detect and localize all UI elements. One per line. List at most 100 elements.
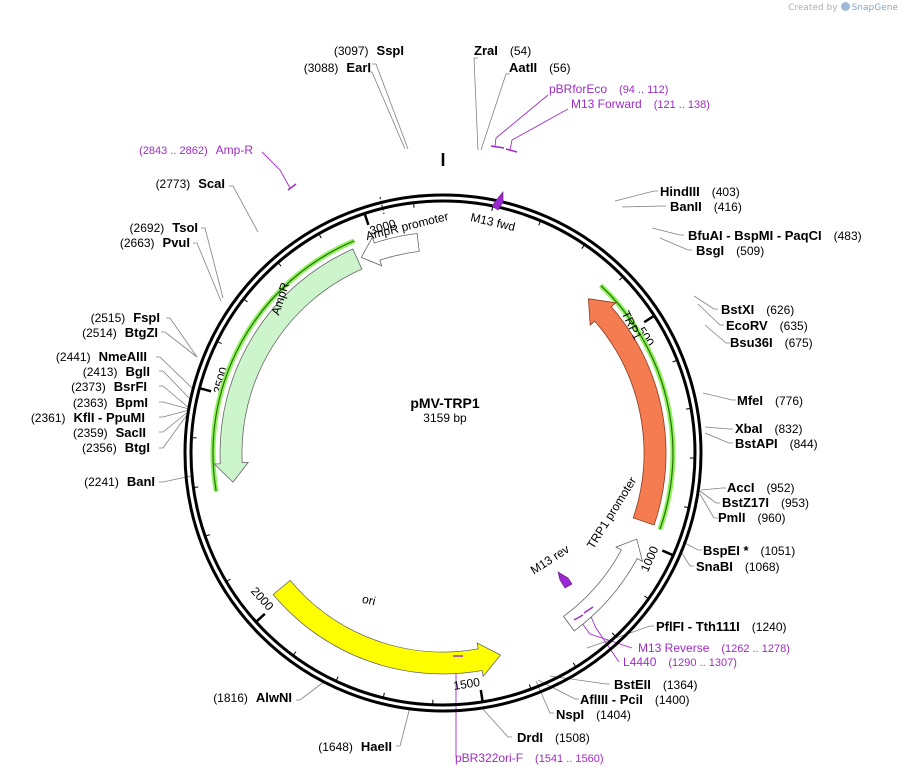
leader-bstxi [693, 295, 718, 310]
site-label-acci: AccI(952) [727, 480, 794, 495]
tick-100 [491, 205, 494, 211]
site-name-bsu36i: Bsu36I [730, 335, 773, 350]
trp1-track-line [600, 285, 674, 530]
tick-1900 [292, 651, 297, 656]
tick-2500 [199, 386, 212, 393]
leader-alwni [296, 680, 326, 701]
tick-2100 [226, 578, 231, 583]
credit-prefix: Created by [788, 3, 838, 13]
site-label-hindiii: HindIII(403) [660, 184, 740, 199]
tick-2000 [255, 612, 266, 623]
leader-tsoi [201, 227, 224, 299]
site-pos-bstz17i: (953) [781, 496, 809, 510]
primer-range-m13forward: (121 .. 138) [654, 99, 710, 111]
site-name-eari: EarI [346, 60, 371, 75]
tick-1500 [479, 689, 484, 703]
snapgene-logo-icon [840, 2, 850, 11]
site-pos-bsteii: (1364) [663, 678, 698, 692]
site-name-bsgi: BsgI [696, 243, 724, 258]
leader-bpmi [159, 401, 190, 410]
credit-brand: SnapGene [851, 3, 898, 13]
site-name-bspei: BspEI * [703, 543, 749, 558]
site-pos-pvui: (2663) [120, 236, 155, 250]
m13-rev-arrow-icon [557, 571, 573, 589]
primer-mark-ampr [287, 183, 297, 191]
site-pos-haeii: (1648) [318, 740, 353, 754]
site-name-fspi: FspI [133, 310, 160, 325]
site-label-sacii: (2359)SacII [73, 425, 146, 440]
leader-lines [156, 57, 736, 757]
site-label-ecorv: EcoRV (635) [726, 318, 808, 333]
tick-500 [643, 314, 655, 324]
leader-bsgi [659, 237, 692, 251]
site-pos-tsoi: (2692) [130, 221, 165, 235]
site-name-afliii: AflIII - PciI [580, 692, 643, 707]
site-label-pvui: (2663)PvuI [120, 235, 190, 250]
leader-sacii [159, 410, 190, 433]
site-name-drdi: DrdI [517, 730, 543, 745]
leader-bstapi [704, 432, 733, 444]
site-name-bsteii: BstEII [614, 677, 651, 692]
site-name-bpmi: BpmI [116, 395, 149, 410]
tick-label-2000: 2000 [248, 584, 277, 613]
site-pos-scai: (2773) [156, 177, 191, 191]
tick-2800 [277, 262, 282, 267]
site-label-bsteii: BstEII (1364) [614, 677, 698, 692]
site-pos-bstxi: (626) [766, 303, 794, 317]
site-name-bfuai: BfuAI - BspMI - PaqCI [688, 228, 822, 243]
site-name-hindiii: HindIII [660, 184, 700, 199]
site-pos-afliii: (1400) [655, 693, 690, 707]
leader-aatii [480, 73, 510, 151]
tick-600 [672, 359, 678, 363]
site-label-banii: BanII(416) [670, 199, 742, 214]
leader-pvui [193, 242, 222, 302]
site-pos-ecorv: (635) [780, 319, 808, 333]
site-pos-nspi: (1404) [596, 708, 631, 722]
leader-banii [621, 205, 666, 208]
leader-bgli [159, 370, 191, 400]
tick-3000 [363, 213, 370, 226]
leader-bspei [682, 541, 702, 551]
tick-label-1500: 1500 [452, 675, 481, 693]
leader-bfuai [651, 227, 684, 236]
site-pos-snabi: (1068) [745, 560, 780, 574]
m13-rev-label: M13 rev [528, 542, 572, 577]
ampr-arrow [213, 248, 363, 483]
site-label-scai: (2773)ScaI [156, 176, 225, 191]
trp1-promoter-arrow [562, 538, 644, 632]
site-label-sspi: (3097)SspI [334, 43, 404, 58]
site-label-bsgi: BsgI(509) [696, 243, 764, 258]
site-label-bsu36i: Bsu36I(675) [730, 335, 813, 350]
primer-name-m13reverse: M13 Reverse [638, 641, 710, 655]
primer-mark-pbrforeco [490, 145, 505, 149]
site-pos-bfuai: (483) [834, 229, 862, 243]
primer-name-m13forward: M13 Forward [571, 97, 642, 111]
site-label-aatii: AatII(56) [509, 60, 571, 75]
ori-arrow [272, 579, 502, 678]
leader-haeii [396, 706, 411, 747]
site-pos-fspi: (2515) [91, 311, 126, 325]
site-label-bspei: BspEI *(1051) [703, 543, 795, 558]
primer-leader-ampr [261, 151, 291, 189]
leader-zrai [473, 57, 479, 151]
site-name-bstxi: BstXI [721, 302, 754, 317]
site-label-snabi: SnaBI(1068) [696, 559, 780, 574]
site-name-mfei: MfeI [737, 393, 763, 408]
tick-1700 [382, 692, 385, 698]
leader-pmli [699, 493, 718, 519]
site-label-btgi: (2356)BtgI [82, 440, 150, 455]
site-name-bstz17i: BstZ17I [722, 495, 769, 510]
site-pos-nmeaiii: (2441) [56, 350, 91, 364]
m13-arrows [491, 191, 573, 589]
site-name-kfli: KflI - PpuMI [74, 410, 146, 425]
tick-1400 [528, 684, 532, 690]
primer-label-l4440: L4440(1290 .. 1307) [623, 655, 737, 669]
site-name-sspi: SspI [377, 43, 404, 58]
site-name-aatii: AatII [509, 60, 537, 75]
primer-leader-m13reverse [577, 617, 633, 649]
site-pos-bstapi: (844) [790, 437, 818, 451]
leader-xbai [704, 426, 733, 430]
site-name-ecorv: EcoRV [726, 318, 768, 333]
site-label-bsrfi: (2373)BsrFI [71, 379, 147, 394]
site-label-fspi: (2515) FspI [91, 310, 160, 325]
